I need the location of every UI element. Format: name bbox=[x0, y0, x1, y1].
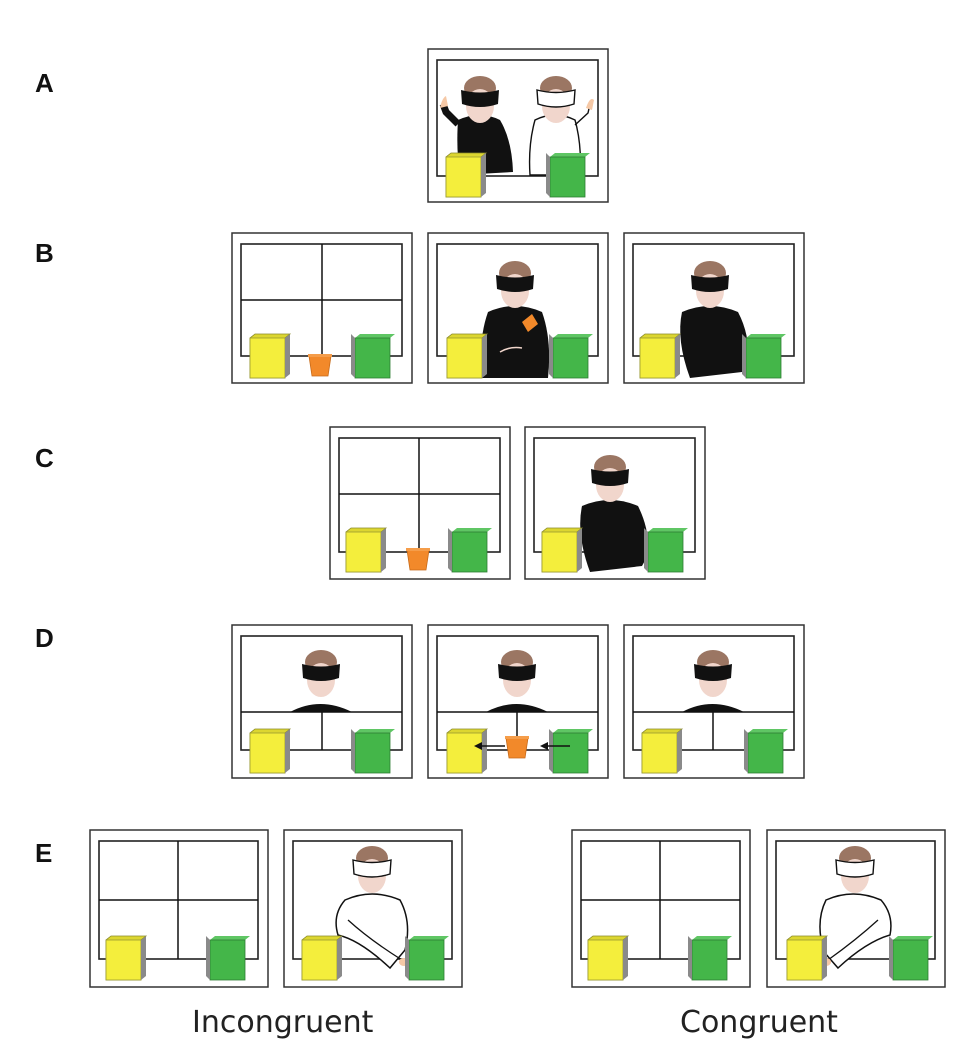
orange-cup bbox=[307, 353, 333, 377]
green-box bbox=[888, 935, 934, 981]
arrow-left-icon bbox=[540, 742, 570, 750]
panel-e1 bbox=[89, 829, 269, 988]
yellow-box bbox=[345, 527, 387, 573]
orange-cup bbox=[405, 547, 431, 571]
panel-e3 bbox=[571, 829, 751, 988]
orange-cup bbox=[522, 314, 538, 332]
panel-b2 bbox=[427, 232, 609, 384]
panel-a bbox=[427, 48, 609, 203]
yellow-box bbox=[446, 728, 488, 774]
yellow-box bbox=[249, 333, 291, 379]
green-box bbox=[447, 527, 493, 573]
panel-d2 bbox=[427, 624, 609, 779]
caption-congruent: Congruent bbox=[680, 1005, 838, 1040]
green-box bbox=[404, 935, 450, 981]
yellow-box bbox=[301, 935, 343, 981]
yellow-box bbox=[446, 333, 488, 379]
yellow-box bbox=[249, 728, 291, 774]
panel-b1 bbox=[231, 232, 413, 384]
panel-c1 bbox=[329, 426, 511, 580]
green-box bbox=[741, 333, 787, 379]
agent-white bbox=[335, 845, 409, 970]
yellow-box bbox=[641, 728, 683, 774]
yellow-box bbox=[587, 935, 629, 981]
label-row-a: A bbox=[35, 68, 54, 98]
agent-black bbox=[486, 704, 548, 712]
label-row-d: D bbox=[35, 623, 54, 653]
green-box bbox=[350, 728, 396, 774]
yellow-box bbox=[541, 527, 583, 573]
green-box bbox=[643, 527, 689, 573]
agent-black bbox=[480, 306, 550, 378]
panel-d3 bbox=[623, 624, 805, 779]
panel-c2 bbox=[524, 426, 706, 580]
arrow-left-icon bbox=[474, 742, 505, 750]
caption-incongruent: Incongruent bbox=[192, 1005, 374, 1040]
label-row-e: E bbox=[35, 838, 53, 868]
green-box bbox=[350, 333, 396, 379]
agent-black bbox=[680, 306, 749, 378]
panel-d1 bbox=[231, 624, 413, 779]
green-box bbox=[743, 728, 789, 774]
label-row-c: C bbox=[35, 443, 54, 473]
yellow-box bbox=[105, 935, 147, 981]
agent-black bbox=[290, 704, 352, 712]
label-row-b: B bbox=[35, 238, 54, 268]
yellow-box bbox=[639, 333, 681, 379]
green-box bbox=[548, 333, 594, 379]
agent-black bbox=[580, 500, 649, 572]
panel-b3 bbox=[623, 232, 805, 384]
green-box bbox=[205, 935, 251, 981]
panel-e4 bbox=[766, 829, 946, 988]
agent-black bbox=[682, 704, 744, 712]
orange-cup bbox=[504, 735, 530, 759]
green-box bbox=[545, 152, 591, 198]
green-box bbox=[548, 728, 594, 774]
panel-e2 bbox=[283, 829, 463, 988]
yellow-box bbox=[786, 935, 828, 981]
yellow-box bbox=[445, 152, 487, 198]
green-box bbox=[687, 935, 733, 981]
